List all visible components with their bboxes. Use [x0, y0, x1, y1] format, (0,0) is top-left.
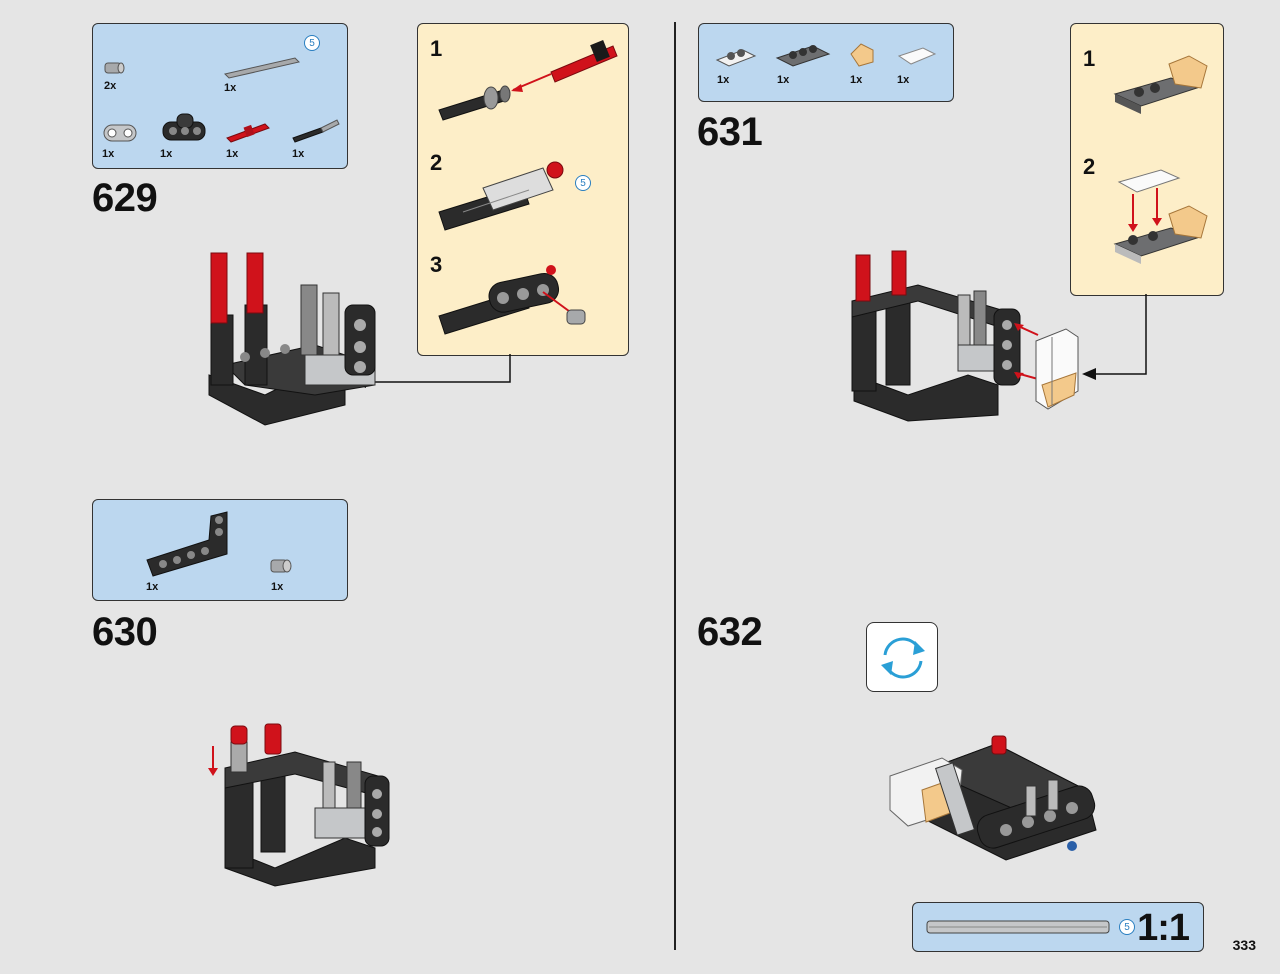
qty-label: 1x [850, 74, 863, 86]
dark-plate-1x3-icon [775, 45, 831, 67]
step-number-631: 631 [697, 110, 763, 154]
trans-orange-slope-icon [850, 43, 874, 67]
qty-label: 1x [102, 148, 115, 160]
substep-2-illustration [1113, 169, 1208, 264]
black-axle-pin-icon [292, 119, 340, 143]
qty-label: 1x [146, 581, 159, 593]
qty-label: 1x [897, 74, 910, 86]
column-divider [674, 22, 676, 950]
axle-5-scale-icon [926, 920, 1110, 934]
red-axle-pin-icon [226, 123, 270, 143]
substep-3-illustration [438, 265, 586, 335]
length-callout: 5 [304, 35, 320, 51]
length-callout: 5 [575, 175, 591, 191]
rotate-callout [866, 622, 938, 692]
qty-label: 1x [717, 74, 730, 86]
qty-label: 1x [292, 148, 305, 160]
qty-label: 1x [160, 148, 173, 160]
parts-list-630: 1x 1x [92, 499, 348, 601]
substep-number: 2 [430, 150, 443, 175]
parts-list-629: 2x 5 1x 1x 1x 1x 1x [92, 23, 348, 169]
substep-number: 1 [1083, 46, 1096, 71]
substep-box-631: 1 2 [1070, 23, 1224, 296]
substep-1-illustration [1113, 55, 1208, 114]
substep-2-illustration [438, 161, 564, 231]
scale-ruler-box: 5 1:1 [912, 902, 1204, 952]
connector-arrow [1082, 294, 1147, 380]
length-callout: 5 [1119, 919, 1135, 935]
qty-label: 1x [271, 581, 284, 593]
step-number-630: 630 [92, 610, 158, 654]
white-tile-icon [897, 47, 937, 65]
cross-block-icon [162, 113, 206, 141]
step-number-632: 632 [697, 610, 763, 654]
qty-label: 1x [224, 82, 237, 94]
qty-label: 1x [777, 74, 790, 86]
assembly-631-illustration [851, 250, 1079, 422]
substep-1-illustration [438, 40, 618, 121]
scale-label: 1:1 [1137, 907, 1190, 949]
qty-label: 1x [226, 148, 239, 160]
assembly-632-illustration [889, 735, 1097, 861]
substep-box-629: 1 2 5 3 [417, 23, 629, 356]
white-plate-1x2-icon [715, 49, 757, 67]
substep-number: 1 [430, 36, 443, 61]
assembly-630-illustration [208, 723, 390, 887]
bush-icon [104, 62, 125, 74]
assembly-629-illustration [208, 252, 376, 426]
substep-number: 2 [1083, 154, 1096, 179]
axle-5-icon [224, 57, 300, 79]
parts-list-631: 1x 1x 1x 1x [698, 23, 954, 102]
substep-number: 3 [430, 252, 443, 277]
rotate-icon [881, 637, 925, 679]
l-beam-icon [146, 511, 228, 577]
qty-label: 2x [104, 80, 117, 92]
step-number-629: 629 [92, 176, 158, 220]
page-number: 333 [1232, 937, 1256, 953]
beam-2-icon [103, 124, 137, 142]
bush-icon [270, 559, 292, 573]
